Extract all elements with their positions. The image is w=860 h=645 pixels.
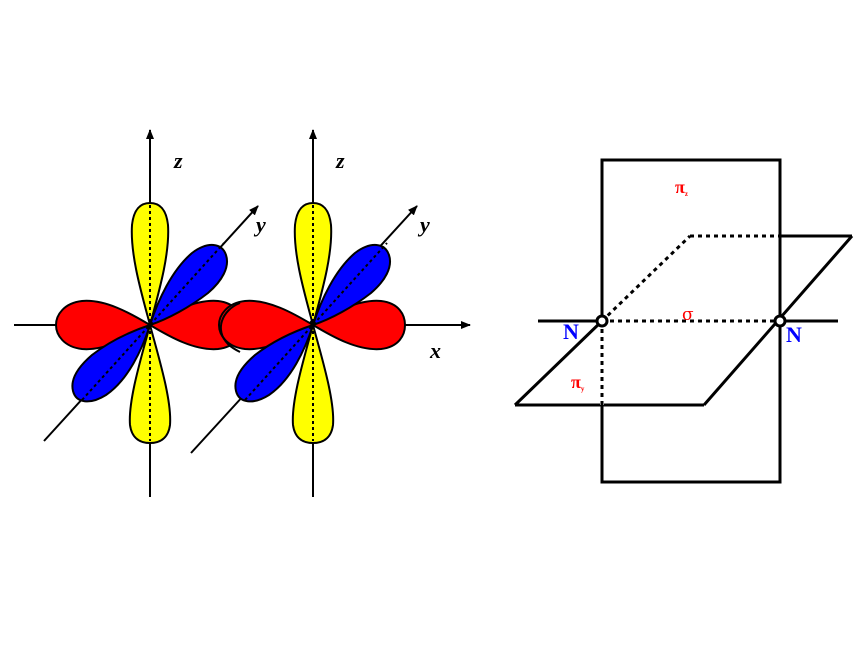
nucleus-left — [595, 314, 609, 328]
atom-label-left: N — [563, 319, 579, 344]
y-axis-left-dotted — [81, 242, 225, 401]
z-axis-label-left: z — [173, 148, 183, 173]
pi-y-label: πy — [571, 372, 585, 393]
overlap-curve — [219, 302, 241, 353]
atom-label-right: N — [786, 322, 802, 347]
sigma-label: σ — [682, 305, 694, 325]
bonding-planes-diagram — [513, 158, 854, 484]
y-axis-label-left: y — [253, 212, 266, 237]
p-orbital-diagram: z z y y x — [14, 129, 471, 497]
z-axis-label-right: z — [335, 148, 345, 173]
pi-y-plane-left-edge-dotted — [600, 234, 692, 323]
pi-y-plane-left-edge — [513, 319, 604, 407]
y-axis-right-dotted — [244, 242, 388, 401]
right-atom-orbitals — [190, 129, 418, 497]
y-axis-label-right: y — [417, 212, 430, 237]
nucleus-right — [773, 314, 787, 328]
x-axis-label: x — [429, 338, 441, 363]
pi-z-label: πz — [675, 177, 688, 198]
left-atom-orbitals — [43, 129, 259, 497]
